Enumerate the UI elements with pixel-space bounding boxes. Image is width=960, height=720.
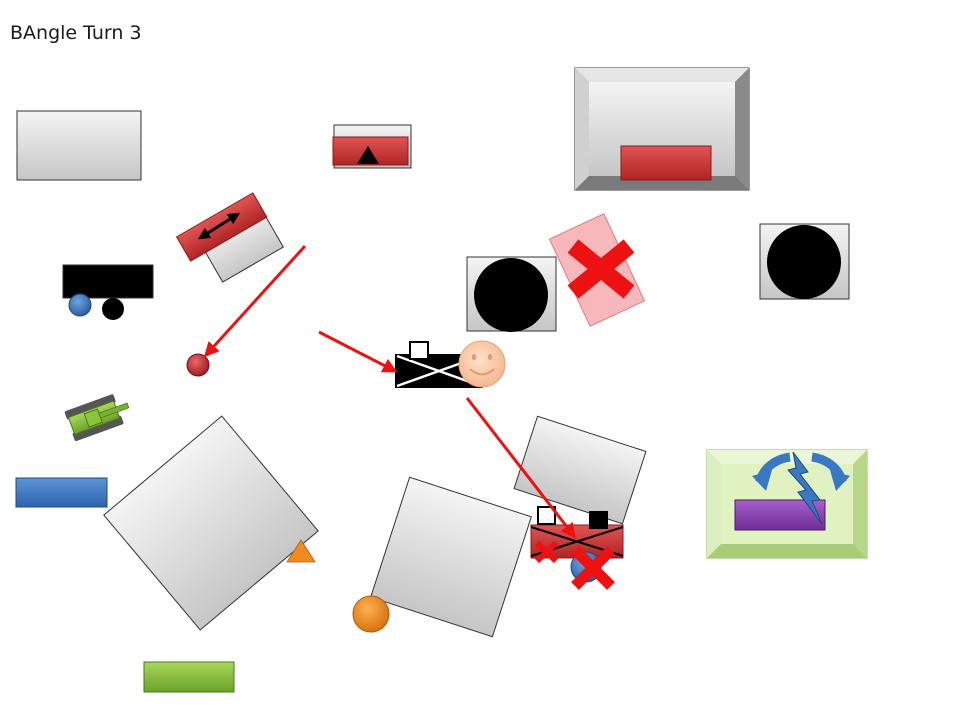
cross-icon	[534, 540, 559, 564]
smiley-face-icon[interactable]	[458, 340, 506, 388]
turn-title: BAngle Turn 3	[10, 22, 142, 44]
black-square-marker	[589, 511, 608, 529]
blue-unit-left[interactable]	[15, 477, 108, 508]
black-ball[interactable]	[102, 298, 124, 320]
rotated-obstacle-center-group	[370, 476, 532, 638]
lightning-icon	[787, 451, 823, 525]
cross-icon	[571, 546, 615, 590]
move-arrow-3	[465, 397, 576, 539]
large-rotated-obstacle-group	[103, 415, 319, 631]
black-circle-left[interactable]	[474, 258, 548, 332]
double-arrow-icon	[197, 212, 241, 240]
rotated-obstacle-right-group	[513, 415, 647, 525]
black-triangle-icon	[357, 146, 379, 164]
red-ball[interactable]	[186, 353, 210, 377]
curved-arrows-icon	[752, 452, 850, 491]
white-square-marker-2	[537, 506, 556, 525]
black-circle-right[interactable]	[767, 225, 841, 299]
orange-ball[interactable]	[352, 595, 390, 633]
rotated-obstacle-right	[513, 415, 647, 525]
orange-triangle[interactable]	[286, 539, 316, 563]
white-square-marker	[409, 341, 429, 360]
large-rotated-obstacle	[103, 415, 319, 631]
move-arrow-2	[318, 330, 398, 373]
green-unit-bottom[interactable]	[143, 661, 235, 693]
obstacle-block-top-left	[16, 110, 142, 181]
move-arrow-1	[203, 244, 307, 358]
rotated-obstacle-center	[370, 476, 532, 638]
black-unit-left[interactable]	[62, 264, 154, 299]
blue-ball[interactable]	[68, 293, 92, 317]
cross-icon	[567, 239, 635, 299]
tank-icon[interactable]	[64, 390, 133, 442]
red-unit-in-building[interactable]	[620, 145, 712, 181]
